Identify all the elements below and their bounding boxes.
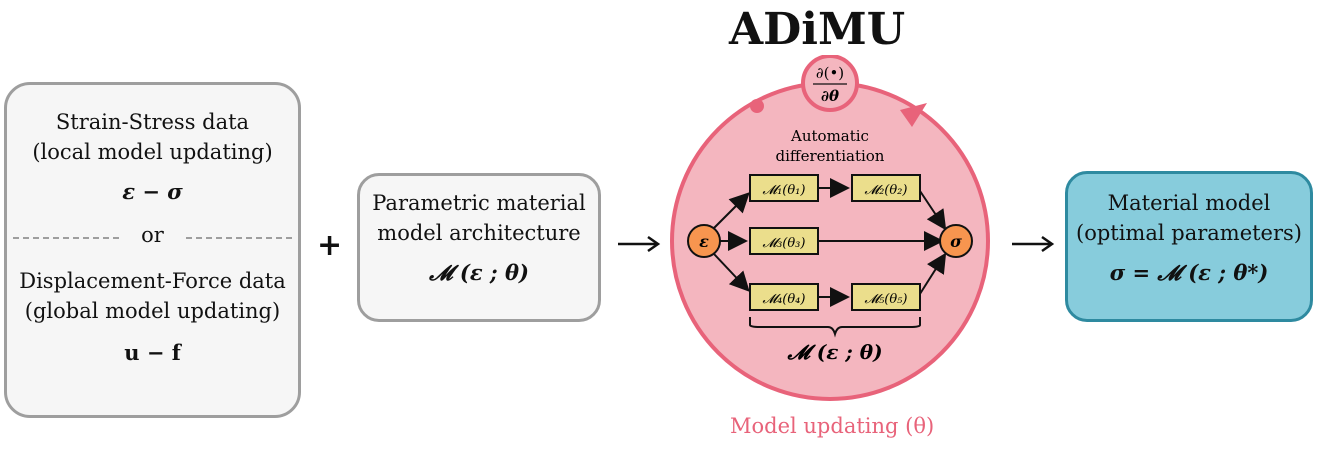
diagram-title: ADiMU	[729, 4, 906, 55]
module-1: 𝓜₁(θ₁)	[749, 174, 819, 202]
arrow-right-icon	[1012, 235, 1055, 253]
local-data-title: Strain-Stress data	[55, 110, 250, 134]
global-data-math: u − f	[124, 340, 181, 365]
module-5: 𝓜₅(θ₅)	[851, 283, 921, 311]
param-line-1: Parametric material	[372, 191, 586, 215]
autodiff-node	[801, 55, 859, 112]
svg-text:𝓜₃(θ₃): 𝓜₃(θ₃)	[763, 236, 806, 251]
brace-label: 𝓜 (ε ; θ)	[786, 340, 882, 364]
svg-text:𝓜₁(θ₁): 𝓜₁(θ₁)	[763, 183, 806, 198]
divider-right	[186, 237, 292, 239]
global-data-title: Displacement-Force data	[19, 269, 286, 293]
svg-text:ε: ε	[699, 232, 709, 251]
divider-left	[13, 237, 119, 239]
adimu-circle: ∂(•) ∂θ Automatic differentiation ε σ 𝓜₁…	[670, 55, 990, 401]
svg-text:𝓜₂(θ₂): 𝓜₂(θ₂)	[865, 183, 908, 198]
arrow-right-icon	[618, 235, 661, 253]
output-math: σ = 𝓜 (ε ; θ*)	[1109, 260, 1269, 285]
svg-text:σ: σ	[950, 232, 962, 251]
output-node-sigma	[939, 224, 973, 258]
model-updating-label: Model updating (θ)	[730, 414, 935, 438]
brace	[749, 317, 921, 338]
plus-icon: +	[317, 228, 343, 263]
global-data-subtitle: (global model updating)	[24, 299, 281, 323]
module-3: 𝓜₃(θ₃)	[749, 227, 819, 255]
svg-text:𝓜₅(θ₅): 𝓜₅(θ₅)	[865, 292, 908, 307]
param-math: 𝓜 (ε ; θ)	[429, 260, 529, 285]
autodiff-denominator: ∂θ	[821, 87, 839, 105]
input-node-epsilon	[687, 224, 721, 258]
autodiff-numerator: ∂(•)	[816, 64, 844, 82]
or-label: or	[141, 223, 164, 247]
local-data-subtitle: (local model updating)	[32, 140, 273, 164]
module-4: 𝓜₄(θ₄)	[749, 283, 819, 311]
svg-text:𝓜₄(θ₄): 𝓜₄(θ₄)	[763, 292, 806, 307]
output-line-1: Material model	[1107, 191, 1271, 215]
output-line-2: (optimal parameters)	[1076, 221, 1302, 245]
local-data-math: ε − σ	[122, 179, 183, 204]
param-line-2: model architecture	[377, 221, 581, 245]
parametric-model-box: Parametric material model architecture 𝓜…	[357, 173, 601, 322]
material-model-box: Material model (optimal parameters) σ = …	[1065, 171, 1313, 322]
input-data-box: Strain-Stress data (local model updating…	[4, 82, 301, 418]
autodiff-label-1: Automatic	[790, 127, 869, 145]
autodiff-label-2: differentiation	[776, 147, 885, 165]
module-2: 𝓜₂(θ₂)	[851, 174, 921, 202]
loop-arrowhead	[900, 103, 927, 127]
loop-start-dot	[750, 99, 764, 113]
